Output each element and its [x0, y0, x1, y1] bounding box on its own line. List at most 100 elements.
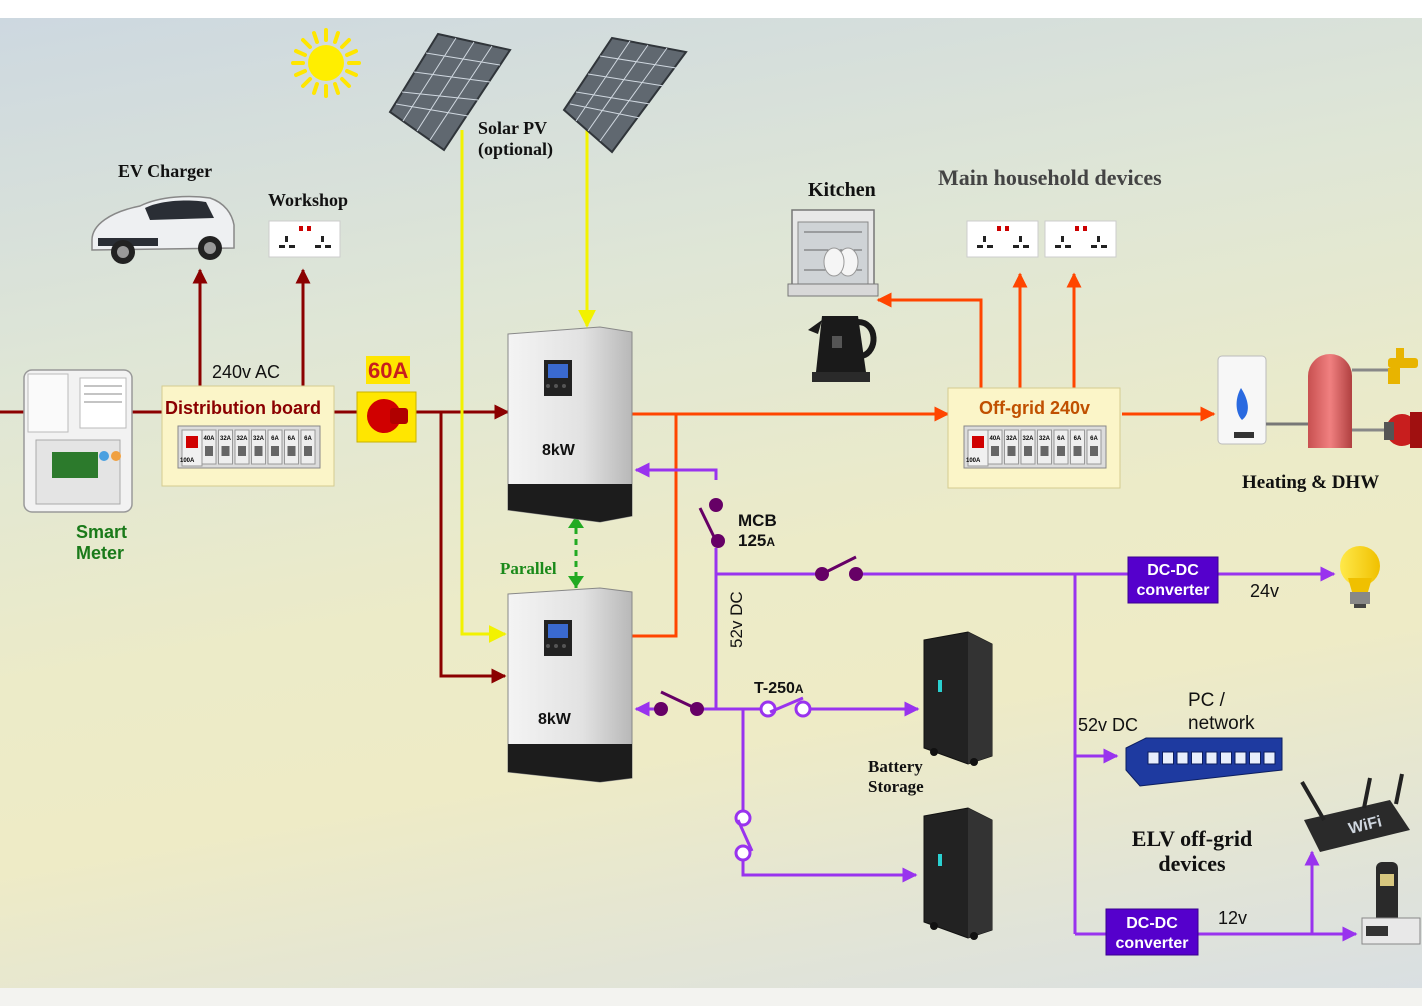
og-breaker-toggle[interactable]	[991, 446, 999, 456]
solar-pv-optional-label: (optional)	[478, 139, 553, 160]
battery-label-1: Battery	[868, 757, 923, 776]
fuse-switch[interactable]	[759, 696, 812, 718]
db-breaker-rating: 6A	[288, 436, 296, 442]
mcb-rating: 125	[738, 531, 766, 550]
mcb-label: MCB	[738, 511, 777, 530]
elv-label-1: ELV off-grid	[1132, 826, 1252, 851]
og-breaker-toggle[interactable]	[1040, 446, 1049, 456]
distribution-board-label: Distribution board	[165, 398, 321, 418]
socket-icon	[966, 220, 1039, 258]
cordless-phone-icon	[1361, 862, 1421, 945]
db-breaker-toggle[interactable]	[304, 446, 312, 456]
db-breaker-toggle[interactable]	[287, 446, 296, 456]
offgrid-240-label: Off-grid 240v	[979, 398, 1090, 418]
workshop-label: Workshop	[268, 190, 348, 210]
inverter-top-power: 8kW	[542, 442, 576, 459]
voltage-ac-label: 240v AC	[212, 362, 280, 382]
socket-icon	[1044, 220, 1117, 258]
solar-wiring	[460, 130, 596, 643]
db-breaker-rating: 6A	[271, 436, 279, 442]
hot-water-cylinder-icon	[1266, 354, 1390, 448]
isolator-switch-icon[interactable]	[356, 391, 417, 443]
solar-panel-icon	[388, 32, 512, 152]
light-circuit-switch[interactable]	[815, 555, 863, 581]
parallel-arrow-up	[568, 516, 584, 528]
inverter-dc-switch[interactable]	[654, 690, 704, 716]
og-breaker-rating: 40A	[989, 436, 1001, 442]
dcdc-top-label-1: DC-DC	[1147, 562, 1199, 579]
solar-panel-icon	[562, 36, 688, 154]
db-breaker-toggle[interactable]	[221, 446, 230, 456]
dcdc-bottom-label-2: converter	[1116, 935, 1189, 952]
sun-icon	[291, 28, 361, 98]
inverter-icon	[507, 326, 633, 523]
dc-bus-vertical-label: 52v DC	[727, 591, 746, 648]
db-breaker-toggle[interactable]	[271, 446, 279, 456]
network-port	[1147, 751, 1160, 765]
network-port	[1205, 751, 1218, 765]
car-icon	[91, 195, 235, 264]
dcdc-converter-bottom	[1105, 908, 1199, 956]
og-breaker-toggle[interactable]	[1073, 446, 1082, 456]
dishwasher-icon	[787, 209, 879, 297]
smart-meter-icon	[23, 369, 133, 513]
smart-meter-label: Smart	[76, 522, 127, 542]
og-breaker-rating: 32A	[1006, 436, 1018, 442]
dcdc-bottom-label-1: DC-DC	[1126, 915, 1178, 932]
network-switch-icon	[1125, 737, 1283, 787]
db-main-breaker-rating: 100A	[180, 458, 195, 464]
network-port	[1191, 751, 1203, 765]
kitchen-label: Kitchen	[808, 179, 876, 201]
dcdc-top-label-2: converter	[1137, 582, 1210, 599]
og-main-breaker-rating: 100A	[966, 458, 981, 464]
mcb-switch[interactable]	[698, 498, 725, 548]
fuse-unit: A	[795, 682, 804, 696]
network-port	[1176, 751, 1189, 765]
network-port	[1263, 751, 1276, 765]
parallel-label: Parallel	[500, 559, 557, 578]
breaker-rating-label: 60A	[368, 358, 408, 383]
db-breaker-toggle[interactable]	[238, 446, 246, 456]
pump-icon	[1384, 412, 1422, 448]
fuse-label: T-250A	[754, 680, 804, 697]
db-breaker-rating: 40A	[203, 436, 215, 442]
fuse-rating: T-250	[754, 680, 795, 697]
db-breaker-toggle[interactable]	[205, 446, 213, 456]
og-breaker-toggle[interactable]	[1090, 446, 1098, 456]
dc-52-label: 52v DC	[1078, 715, 1138, 735]
mcb-unit: A	[766, 535, 775, 549]
lightbulb-icon	[1340, 546, 1380, 608]
og-breaker-toggle[interactable]	[1007, 446, 1016, 456]
og-breaker-rating: 6A	[1074, 436, 1082, 442]
boiler-icon	[1217, 355, 1267, 445]
og-breaker-toggle[interactable]	[1057, 446, 1065, 456]
db-breaker-rating: 32A	[253, 436, 265, 442]
pc-network-label-1: PC /	[1188, 690, 1226, 711]
battery2-switch[interactable]	[734, 809, 754, 862]
pc-network-label-2: network	[1188, 713, 1255, 734]
bottom-strip	[0, 988, 1422, 1006]
main-household-label: Main household devices	[938, 165, 1162, 190]
battery-icon	[923, 807, 993, 940]
tap-icon	[1388, 348, 1418, 384]
db-breaker-rating: 6A	[304, 436, 312, 442]
db-breaker-toggle[interactable]	[254, 446, 263, 456]
parallel-arrow-down	[568, 576, 584, 588]
elv-label-2: devices	[1158, 851, 1226, 876]
battery-label-2: Storage	[868, 777, 924, 796]
wifi-router-icon: WiFi	[1300, 773, 1410, 852]
volt-24-label: 24v	[1250, 581, 1279, 601]
network-port	[1234, 751, 1247, 765]
network-port	[1162, 751, 1174, 765]
volt-12-label: 12v	[1218, 908, 1247, 928]
og-breaker-toggle[interactable]	[1024, 446, 1032, 456]
battery-icon	[923, 631, 993, 766]
og-breaker-rating: 32A	[1039, 436, 1051, 442]
kettle-icon	[808, 316, 877, 382]
db-breaker-rating: 32A	[220, 436, 232, 442]
network-port	[1220, 751, 1232, 765]
inverter-icon	[507, 587, 633, 783]
inverter-bottom-power: 8kW	[538, 711, 572, 728]
